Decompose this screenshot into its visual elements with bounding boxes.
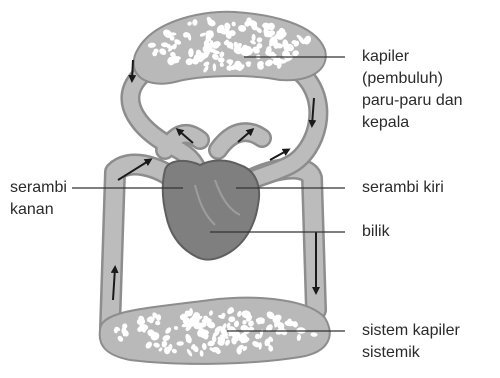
label-left-atrium: serambi kiri: [362, 177, 444, 199]
capillary-cell: [193, 322, 203, 329]
label-lung-head-capillary: kapiler (pembuluh) paru-paru dan kepala: [362, 46, 463, 134]
capillary-cell: [164, 347, 170, 355]
flow-arrow-upper-left: [132, 60, 133, 80]
label-systemic-capillary: sistem kapiler sistemik: [362, 320, 460, 364]
label-ventricle: bilik: [362, 221, 390, 243]
capillary-cell: [242, 50, 251, 56]
label-right-atrium: serambi kanan: [10, 177, 67, 221]
lung-head-capillary-bed: [134, 12, 326, 84]
heart: [163, 160, 259, 259]
